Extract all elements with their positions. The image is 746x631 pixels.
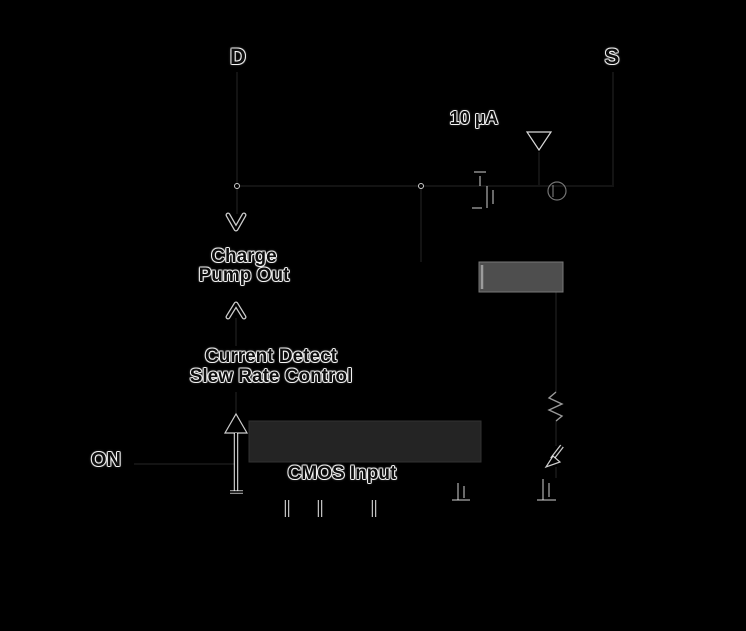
transistor-marks-right [537, 479, 556, 501]
wire-charge-pump-node [235, 186, 238, 413]
diode-loop [547, 181, 567, 201]
mosfet-arrow-icon [544, 444, 564, 469]
current-source-label: 10 µA [449, 108, 499, 128]
resistor-zigzag [547, 391, 564, 422]
resistor-block [478, 261, 564, 293]
wire-on-input [134, 463, 237, 492]
wire-top-rail [236, 72, 614, 187]
cmos-input-label: CMOS Input [287, 463, 397, 484]
up-arrow-icon [225, 301, 247, 320]
mosfet-symbol-marks [472, 171, 494, 209]
transistor-marks-left [452, 483, 470, 501]
source-pin-label: S [604, 44, 620, 69]
charge-pump-label-line2: Pump Out [198, 265, 290, 286]
down-arrow-icon [225, 212, 247, 232]
drain-pin-label: D [230, 44, 246, 69]
logic-block [248, 420, 482, 463]
current-detect-label: Current Detect [205, 346, 337, 367]
on-pin-label: ON [91, 449, 121, 471]
junction-dot [234, 183, 240, 189]
on-signal-stem [230, 433, 243, 494]
junction-dot [418, 183, 424, 189]
body-diode-circle [547, 181, 567, 201]
charge-pump-label-line1: Charge [211, 246, 277, 267]
current-source-triangle [525, 131, 553, 152]
slew-rate-control-label: Slew Rate Control [189, 366, 353, 387]
buffer-triangle [223, 412, 249, 434]
